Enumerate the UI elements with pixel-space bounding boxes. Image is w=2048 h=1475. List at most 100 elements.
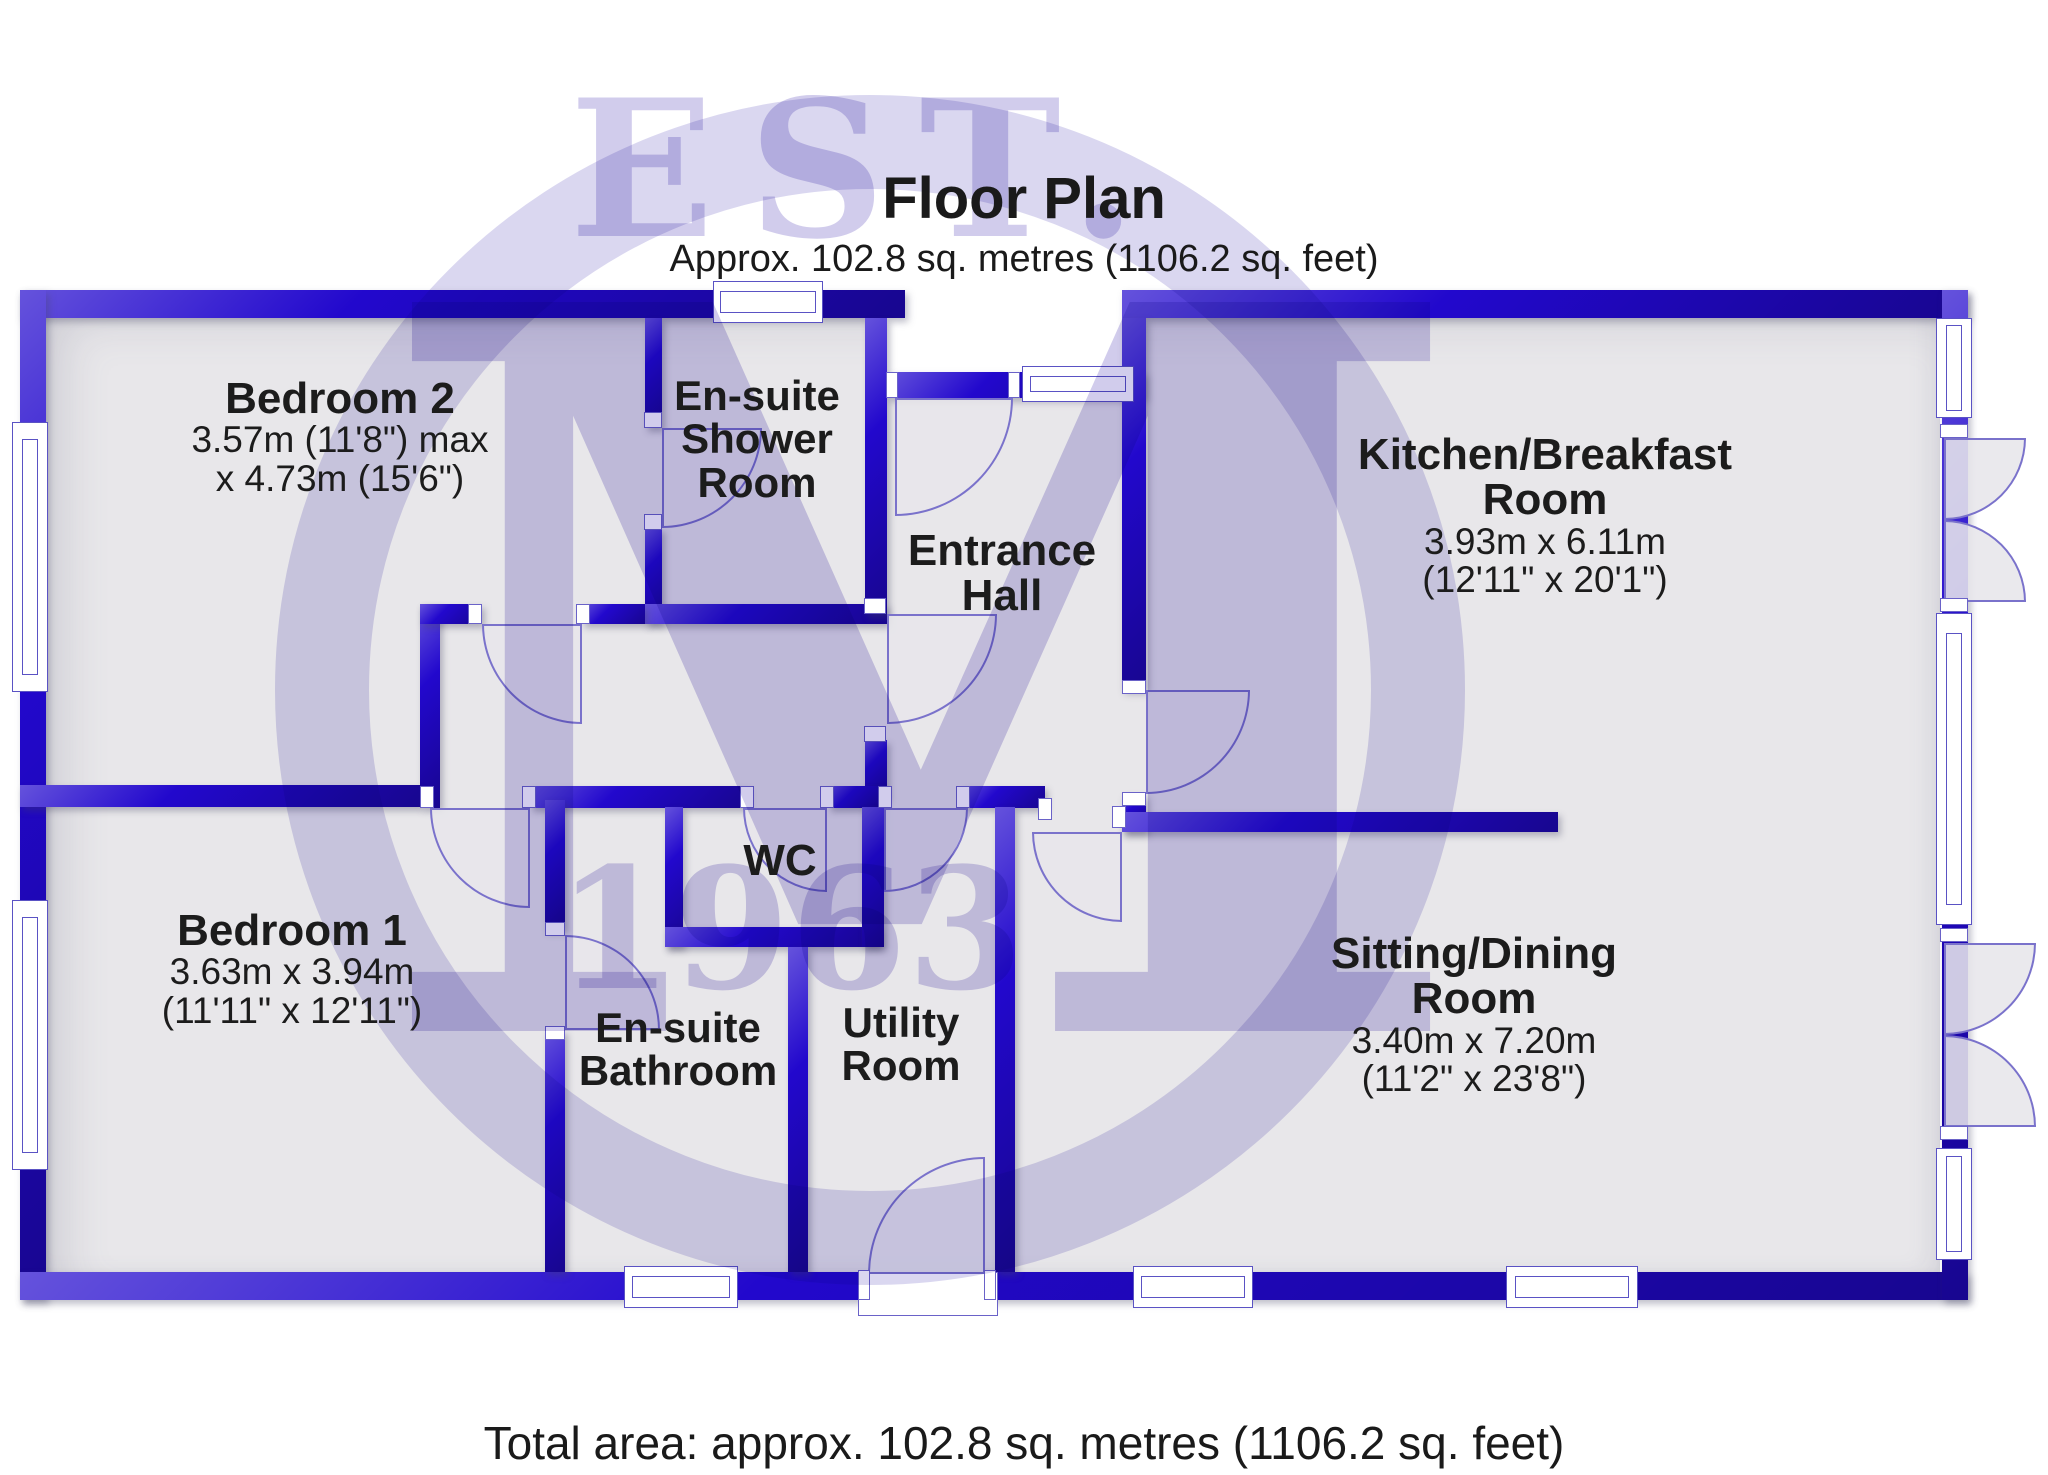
room-label-kitchen-breakfast: Kitchen/Breakfast Room 3.93m x 6.11m (12… xyxy=(1358,432,1732,600)
room-name: Room xyxy=(1411,974,1537,1024)
room-name: Room xyxy=(841,1042,961,1090)
back-door-porch xyxy=(858,1272,998,1316)
wall-wc-right xyxy=(862,807,884,947)
entrance-porch-notch xyxy=(887,280,1125,374)
room-dim: 3.63m x 3.94m xyxy=(169,951,415,993)
wall-corridor-south-a xyxy=(530,786,747,808)
door-arc-french2-top xyxy=(1944,943,2036,1035)
door-jamb xyxy=(545,1026,565,1040)
room-name: Kitchen/Breakfast xyxy=(1357,430,1733,479)
door-jamb xyxy=(644,514,662,530)
door-arc-french1-bottom xyxy=(1944,520,2026,602)
page-header: Floor Plan Approx. 102.8 sq. metres (110… xyxy=(0,166,2048,280)
door-jamb xyxy=(956,786,970,808)
window-porch-sidelight xyxy=(1022,366,1134,402)
room-label-ensuite-shower: En-suite Shower Room xyxy=(674,374,840,504)
door-jamb xyxy=(740,786,754,808)
page-subtitle: Approx. 102.8 sq. metres (1106.2 sq. fee… xyxy=(669,238,1379,280)
wall-hall-left-stub xyxy=(865,740,887,798)
room-dim: 3.57m (11'8") max xyxy=(191,419,489,461)
room-name: Entrance xyxy=(907,526,1097,575)
door-arc-french2-bottom xyxy=(1944,1035,2036,1127)
door-jamb xyxy=(1038,798,1052,820)
window-kitchen-right-upper xyxy=(1936,318,1972,418)
wall-corridor-south-b xyxy=(828,786,884,808)
wall-hall-left xyxy=(865,318,887,614)
room-label-wc: WC xyxy=(743,836,817,885)
door-jamb xyxy=(886,372,898,398)
wall-bathroom-utility-divider xyxy=(788,947,808,1272)
room-name: Bathroom xyxy=(578,1047,778,1095)
room-label-utility-room: Utility Room xyxy=(842,1001,961,1088)
room-dim: (11'2" x 23'8") xyxy=(1361,1058,1587,1100)
room-name: Bedroom 2 xyxy=(225,374,455,423)
total-area-text: Total area: approx. 102.8 sq. metres (11… xyxy=(483,1417,1565,1469)
window-bathroom-bottom xyxy=(624,1266,738,1308)
door-jamb xyxy=(984,1270,996,1300)
room-dim: 3.40m x 7.20m xyxy=(1351,1019,1597,1061)
room-dim: 3.93m x 6.11m xyxy=(1424,520,1666,562)
window-shower-top xyxy=(713,281,823,323)
door-jamb xyxy=(1008,372,1020,398)
room-name: Hall xyxy=(961,571,1043,621)
door-jamb xyxy=(576,604,590,624)
wall-kitchen-sitting-divider xyxy=(1122,812,1558,832)
room-label-bedroom-2: Bedroom 2 3.57m (11'8") max x 4.73m (15'… xyxy=(191,376,488,499)
room-label-bedroom-1: Bedroom 1 3.63m x 3.94m (11'11" x 12'11"… xyxy=(162,908,422,1031)
wall-bedroom2-corridor-a xyxy=(420,604,482,624)
door-jamb xyxy=(858,1270,870,1300)
room-name: Room xyxy=(697,458,817,506)
wall-corridor-south-c xyxy=(963,786,1045,808)
window-kitchen-right-lower xyxy=(1936,613,1972,925)
room-name: WC xyxy=(743,836,817,885)
wall-shower-left-upper xyxy=(645,318,662,428)
door-jamb xyxy=(1122,792,1146,806)
wall-corridor-west xyxy=(420,604,440,808)
window-bedroom2-left xyxy=(12,422,48,692)
wall-shower-left-lower xyxy=(645,528,662,624)
window-bedroom1-left xyxy=(12,900,48,1170)
wall-wc-bottom xyxy=(665,927,880,947)
door-jamb xyxy=(1940,598,1968,612)
window-sitting-bottom-left xyxy=(1133,1266,1253,1308)
door-jamb xyxy=(1940,424,1968,438)
wall-bedroom1-bathroom-lower xyxy=(545,1030,565,1272)
room-label-entrance-hall: Entrance Hall xyxy=(908,528,1096,619)
wall-bedroom2-corridor-b xyxy=(582,604,645,624)
room-name: Room xyxy=(1482,475,1608,525)
room-label-ensuite-bathroom: En-suite Bathroom xyxy=(579,1006,777,1093)
room-name: Sitting/Dining xyxy=(1331,929,1617,978)
door-jamb xyxy=(1940,1126,1968,1140)
door-jamb xyxy=(864,726,886,742)
door-jamb xyxy=(644,412,662,428)
room-name: En-suite xyxy=(674,372,840,419)
room-name: En-suite xyxy=(595,1004,761,1051)
door-arc-french1-top xyxy=(1944,438,2026,520)
wall-utility-right xyxy=(995,807,1015,1272)
page-footer: Total area: approx. 102.8 sq. metres (11… xyxy=(0,1420,2048,1466)
window-sitting-bottom-right xyxy=(1506,1266,1638,1308)
wall-bedroom-divider xyxy=(20,785,420,807)
door-jamb xyxy=(864,598,886,614)
door-jamb xyxy=(1940,928,1968,942)
door-jamb xyxy=(878,786,892,808)
door-jamb xyxy=(1122,680,1146,694)
room-dim: (12'11" x 20'1") xyxy=(1422,559,1668,601)
wall-shower-bottom xyxy=(645,604,887,624)
door-jamb xyxy=(420,786,434,808)
wall-wc-left xyxy=(665,807,683,947)
room-dim: (11'11" x 12'11") xyxy=(161,990,423,1032)
door-jamb xyxy=(522,786,536,808)
room-name: Shower xyxy=(681,415,833,463)
page-title: Floor Plan xyxy=(882,166,1166,231)
door-jamb xyxy=(820,786,834,808)
door-jamb xyxy=(1112,806,1126,828)
wall-exterior-top-right xyxy=(1122,290,1968,318)
room-name: Utility xyxy=(842,999,960,1046)
room-label-sitting-dining: Sitting/Dining Room 3.40m x 7.20m (11'2"… xyxy=(1331,931,1617,1099)
room-dim: x 4.73m (15'6") xyxy=(215,458,465,500)
room-name: Bedroom 1 xyxy=(177,906,407,955)
wall-bedroom1-bathroom-upper xyxy=(545,800,565,930)
window-sitting-right xyxy=(1936,1148,1972,1260)
